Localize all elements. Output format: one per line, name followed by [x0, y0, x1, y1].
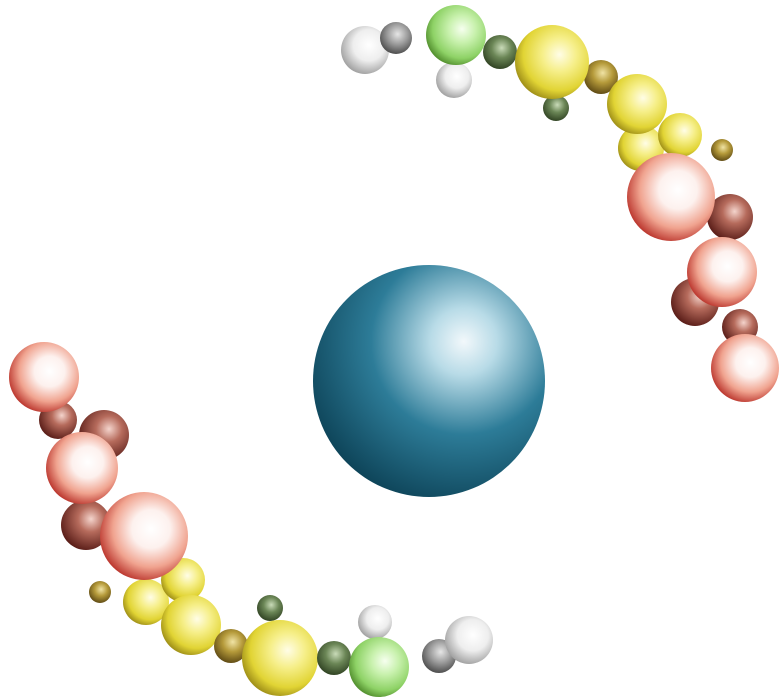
sphere-yellow [658, 113, 702, 157]
sphere-dark-red [61, 500, 111, 550]
sphere-yellow [123, 579, 169, 625]
sphere-dark-green [317, 641, 351, 675]
sphere-olive [711, 139, 733, 161]
sphere-white [445, 616, 493, 664]
sphere-red [100, 492, 188, 580]
lower-left-arc [9, 342, 493, 697]
center-sphere [313, 265, 545, 497]
sphere-green [426, 5, 486, 65]
sphere-white [436, 62, 472, 98]
sphere-white [341, 26, 389, 74]
sphere-olive [584, 60, 618, 94]
sphere-red [711, 334, 779, 402]
sphere-dark-green [257, 595, 283, 621]
sphere-olive [89, 581, 111, 603]
sphere-green [349, 637, 409, 697]
sphere-white [358, 605, 392, 639]
sphere-dark-green [543, 95, 569, 121]
sphere-yellow [607, 74, 667, 134]
sphere-red [627, 153, 715, 241]
sphere-dark-green [483, 35, 517, 69]
sphere-red [9, 342, 79, 412]
sphere-yellow [242, 620, 318, 696]
sphere-dark-red [707, 194, 753, 240]
upper-right-arc [341, 5, 779, 402]
sphere-red [687, 237, 757, 307]
sphere-red [46, 432, 118, 504]
sphere-grey [380, 22, 412, 54]
sphere-yellow [515, 25, 589, 99]
sphere-yellow [161, 595, 221, 655]
sphere-olive [214, 629, 248, 663]
